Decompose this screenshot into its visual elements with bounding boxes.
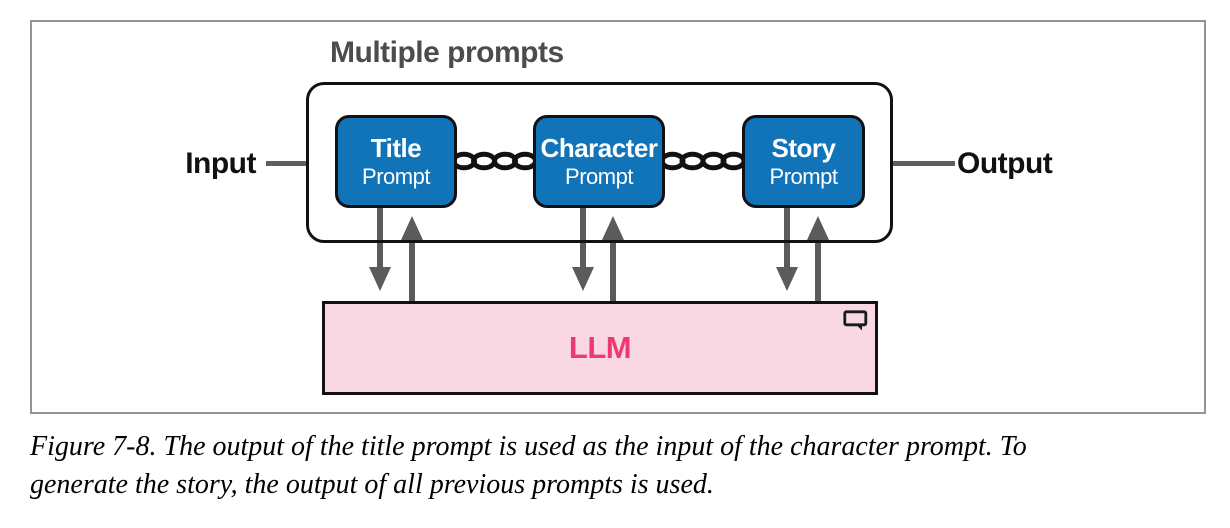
speech-bubble-icon (843, 310, 869, 333)
arrow-shaft (784, 205, 790, 267)
figure-caption: Figure 7-8. The output of the title prom… (30, 428, 1215, 504)
llm-label: LLM (568, 330, 632, 365)
arrow-shaft (409, 239, 415, 301)
output-label: Output (957, 147, 1053, 180)
prompt-box-story: Story Prompt (742, 115, 865, 208)
prompt-box-story-sublabel: Prompt (769, 164, 838, 190)
caption-line-2: generate the story, the output of all pr… (30, 469, 714, 500)
arrow-shaft (610, 239, 616, 301)
arrow-down-title-to-llm (369, 205, 391, 291)
prompt-box-title-sublabel: Prompt (362, 164, 430, 190)
prompt-box-character-label: Character (540, 132, 658, 163)
chain-link-icon (451, 150, 538, 172)
input-connector-line (266, 161, 308, 166)
arrow-head (572, 267, 594, 291)
arrow-down-story-to-llm (776, 205, 798, 291)
prompt-box-title: Title Prompt (335, 115, 457, 208)
group-label: Multiple prompts (330, 36, 564, 69)
arrow-shaft (815, 239, 821, 301)
arrow-shaft (377, 205, 383, 267)
chain-link-icon (659, 150, 747, 172)
arrow-head (776, 267, 798, 291)
prompt-box-character: Character Prompt (533, 115, 665, 208)
arrow-head (602, 216, 624, 240)
arrow-head (401, 216, 423, 240)
input-label: Input (185, 147, 256, 180)
llm-box: LLM (322, 301, 878, 395)
caption-line-1: Figure 7-8. The output of the title prom… (30, 431, 1027, 462)
prompt-box-character-sublabel: Prompt (565, 164, 633, 190)
arrow-head (807, 216, 829, 240)
prompt-box-story-label: Story (771, 132, 836, 163)
arrow-up-llm-to-title (401, 216, 423, 301)
arrow-down-character-to-llm (572, 205, 594, 291)
arrow-up-llm-to-character (602, 216, 624, 301)
prompt-box-title-label: Title (370, 132, 422, 163)
arrow-shaft (580, 205, 586, 267)
output-connector-line (891, 161, 955, 166)
arrow-up-llm-to-story (807, 216, 829, 301)
arrow-head (369, 267, 391, 291)
